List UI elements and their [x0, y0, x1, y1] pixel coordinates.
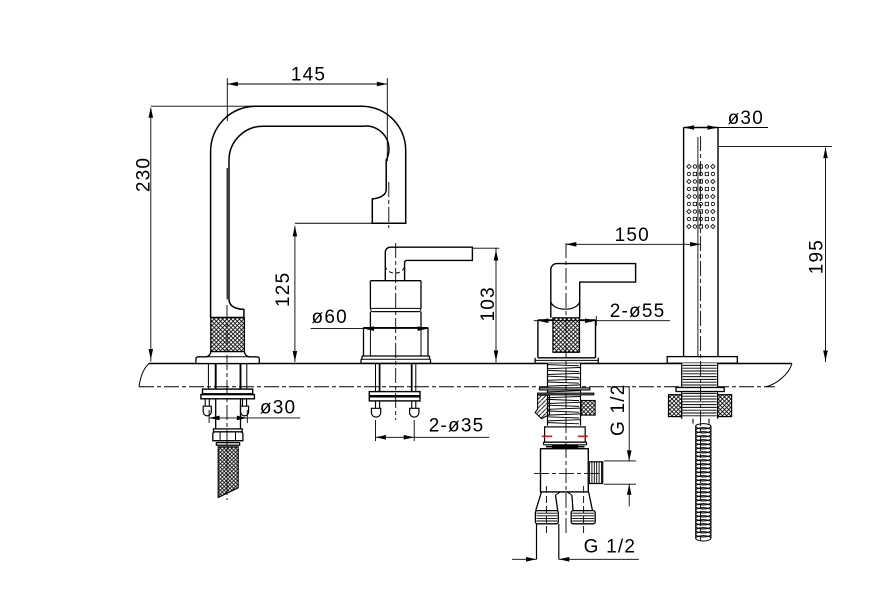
svg-text:125: 125 [273, 272, 294, 307]
svg-text:2-ø35: 2-ø35 [429, 416, 485, 437]
svg-text:ø60: ø60 [312, 307, 348, 328]
svg-text:2-ø55: 2-ø55 [610, 301, 666, 322]
svg-text:G 1/2: G 1/2 [608, 383, 629, 435]
svg-text:ø30: ø30 [728, 108, 764, 129]
svg-text:G 1/2: G 1/2 [584, 537, 636, 558]
svg-text:145: 145 [291, 64, 326, 85]
svg-text:230: 230 [133, 157, 154, 192]
svg-text:ø30: ø30 [260, 398, 296, 419]
svg-text:150: 150 [615, 225, 650, 246]
svg-text:103: 103 [478, 286, 499, 321]
svg-text:195: 195 [806, 239, 827, 274]
